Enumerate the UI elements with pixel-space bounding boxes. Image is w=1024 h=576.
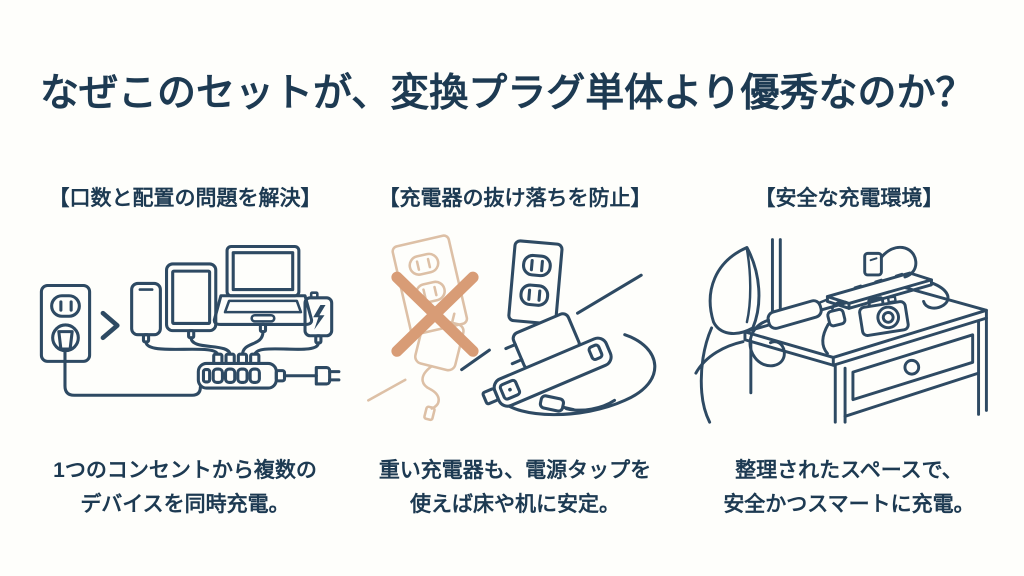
chevron-right-icon	[100, 310, 120, 341]
caption-line: デバイスを同時充電。	[80, 493, 290, 516]
power-strip-with-charger-icon	[481, 312, 613, 408]
falling-adapter-icon	[413, 311, 465, 422]
bed-edge	[694, 326, 745, 424]
phone-icon	[748, 299, 823, 368]
camera-icon	[858, 295, 910, 337]
tablet-icon	[164, 262, 218, 340]
caption-line: 重い充電器も、電源タップを	[378, 459, 652, 482]
caption-line: 整理されたスペースで、	[735, 459, 963, 482]
phone-icon	[130, 281, 162, 344]
column-header: 【口数と配置の問題を解決】	[48, 187, 322, 210]
column-header: 【充電器の抜け落ちを防止】	[378, 187, 652, 210]
benefit-column-safety: 【安全な充電環境】	[690, 182, 1008, 522]
column-caption: 整理されたスペースで、 安全かつスマートに充電。	[690, 454, 1008, 522]
drawer-knob	[903, 358, 921, 376]
phone-cable	[748, 318, 786, 368]
drawer	[851, 333, 975, 402]
smartwatch-icon	[821, 300, 848, 355]
phone-cable	[144, 340, 220, 357]
power-strip-icon	[196, 352, 278, 390]
benefit-column-outlets: 【口数と配置の問題を解決】	[26, 182, 344, 522]
column-header: 【安全な充電環境】	[754, 187, 944, 210]
column-caption: 1つのコンセントから複数の デバイスを同時充電。	[26, 454, 344, 522]
benefit-column-stability: 【充電器の抜け落ちを防止】	[356, 182, 674, 522]
tablet-cable	[189, 336, 232, 357]
lightning-bolt-icon	[313, 304, 326, 330]
laptop-cable	[240, 330, 265, 357]
pillow-icon	[708, 246, 761, 335]
wall-outlet-icon	[507, 239, 564, 326]
multi-device-charging-illustration	[26, 224, 344, 428]
laptop-icon	[212, 244, 314, 334]
strip-cord	[922, 281, 950, 310]
floor-line	[460, 348, 491, 372]
charger-drop-prevention-illustration	[356, 224, 674, 428]
usb-charger-icon	[863, 246, 918, 279]
falling-charger-bad-example	[367, 234, 469, 422]
column-caption: 重い充電器も、電源タップを 使えば床や机に安定。	[356, 454, 674, 522]
wall-line	[576, 273, 643, 315]
strip-plug-icon	[274, 366, 341, 386]
caption-line: 安全かつスマートに充電。	[723, 493, 975, 516]
page-title: なぜこのセットが、変換プラグ単体より優秀なのか？	[40, 72, 975, 115]
caption-line: 使えば床や机に安定。	[410, 493, 620, 516]
power-strip-icon	[802, 271, 933, 311]
tidy-nightstand-charging-illustration	[690, 224, 1008, 428]
caption-line: 1つのコンセントから複数の	[53, 459, 317, 482]
cross-mark-icon	[391, 271, 479, 357]
usb-connector-icon	[538, 394, 566, 413]
power-bank-icon	[303, 291, 334, 345]
powerbank-cable	[253, 341, 320, 357]
bed-post	[770, 238, 782, 325]
wall-outlet-icon	[39, 283, 202, 397]
